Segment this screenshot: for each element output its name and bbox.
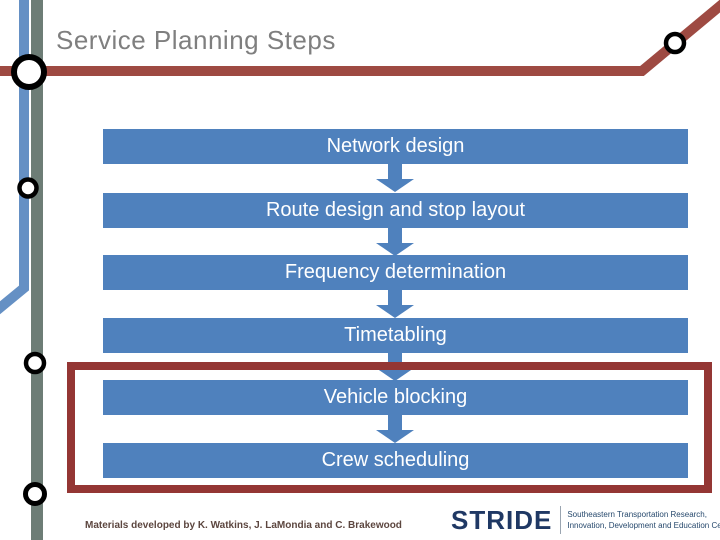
station-circle-icon [663, 31, 687, 55]
flow-arrow-down-icon [376, 415, 414, 443]
arrow-head [376, 368, 414, 381]
step-box-network-design: Network design [103, 129, 688, 164]
stride-logo-tagline: Southeastern Transportation Research, In… [567, 509, 720, 531]
transit-gray-line-icon [31, 0, 43, 540]
step-box-timetabling: Timetabling [103, 318, 688, 353]
highlight-rectangle [67, 362, 712, 493]
arrow-head [376, 305, 414, 318]
transit-blue-line-icon [0, 0, 29, 315]
tagline-line-2: Innovation, Development and Education Ce… [567, 521, 720, 530]
flow-arrow-down-icon [376, 164, 414, 192]
flow-arrow-down-icon [376, 290, 414, 318]
step-label: Timetabling [344, 324, 447, 346]
step-label: Crew scheduling [321, 449, 470, 471]
arrow-stem [388, 290, 402, 305]
flow-arrow-down-icon [376, 228, 414, 256]
stride-logo: STRIDE Southeastern Transportation Resea… [451, 504, 720, 536]
station-circle-icon [17, 177, 39, 199]
step-label: Route design and stop layout [265, 199, 526, 221]
footer-credits: Materials developed by K. Watkins, J. La… [85, 520, 402, 531]
step-label: Vehicle blocking [323, 386, 468, 408]
step-label: Frequency determination [284, 261, 507, 283]
step-box-route-design: Route design and stop layout [103, 193, 688, 228]
stride-logo-wordmark: STRIDE [451, 505, 553, 535]
step-box-crew-scheduling: Crew scheduling [103, 443, 688, 478]
step-box-vehicle-blocking: Vehicle blocking [103, 380, 688, 415]
station-circle-icon [23, 482, 47, 506]
tagline-line-1: Southeastern Transportation Research, [567, 510, 707, 519]
arrow-head [376, 243, 414, 256]
arrow-stem [388, 164, 402, 179]
page-title: Service Planning Steps [56, 25, 336, 55]
step-box-frequency-determination: Frequency determination [103, 255, 688, 290]
step-label: Network design [326, 135, 465, 157]
arrow-head [376, 179, 414, 192]
arrow-stem [388, 415, 402, 430]
transit-red-line-icon [0, 0, 720, 76]
station-circle-icon [11, 54, 47, 90]
logo-divider [560, 506, 562, 534]
arrow-head [376, 430, 414, 443]
arrow-stem [388, 228, 402, 243]
station-circle-icon [23, 351, 47, 375]
